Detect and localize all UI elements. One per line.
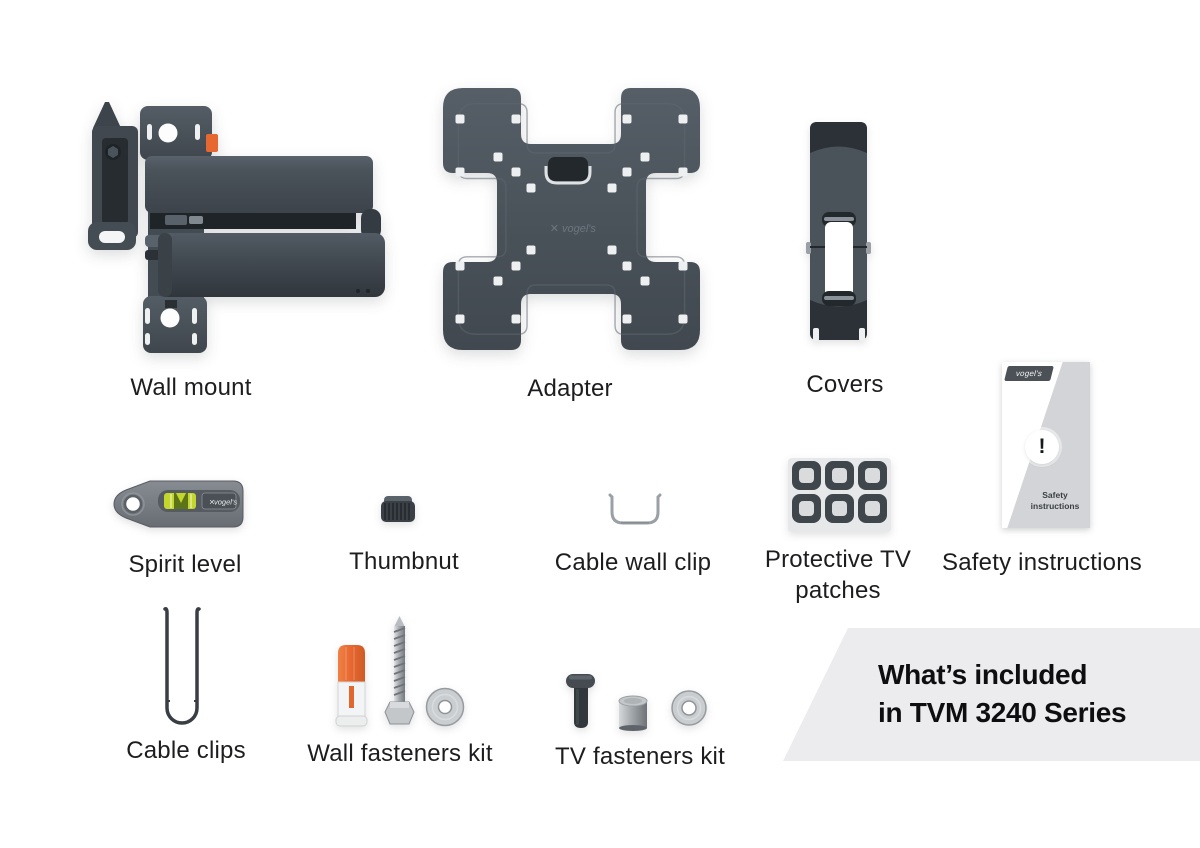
wall-plate	[140, 106, 218, 353]
card-title: Safety instructions	[1030, 490, 1080, 511]
vogels-logo-text: vogel's	[1014, 369, 1044, 378]
spirit-level-image: ✕ vogel's	[113, 480, 244, 528]
wall-mount-image	[88, 102, 385, 353]
cable-wall-clip-label: Cable wall clip	[554, 549, 712, 576]
vogels-logo-mark: ✕	[209, 500, 215, 507]
orange-lock-tab	[206, 134, 218, 152]
level-vial	[164, 493, 196, 509]
protective-tv-patches-image	[788, 458, 891, 532]
whats-included-banner: What’s included in TVM 3240 Series	[783, 628, 1200, 761]
adapter-plate	[443, 88, 700, 350]
cable-wall-clip-image	[608, 493, 662, 525]
tv-washer	[671, 690, 707, 726]
wall-fasteners-kit-image	[335, 616, 465, 727]
safety-instructions-card: vogel's ! Safety instructions	[1002, 362, 1090, 528]
cable-clips-image	[163, 607, 201, 725]
thumbnut-label: Thumbnut	[349, 548, 459, 575]
banner-title: What’s included in TVM 3240 Series	[878, 656, 1127, 732]
vogels-logo-badge: vogel's	[1004, 366, 1054, 381]
patches	[792, 461, 887, 523]
vogels-logo: ✕ vogel's	[550, 223, 597, 235]
latch	[544, 157, 592, 185]
lag-screw	[384, 616, 415, 725]
cable-clips-label: Cable clips	[126, 737, 246, 764]
protective-tv-patches-label: Protective TV patches	[764, 546, 912, 604]
adapter-label: Adapter	[527, 375, 613, 402]
thumbnut-image	[381, 496, 415, 522]
vogels-logo-mark: ✕	[550, 223, 559, 235]
vogels-logo-text: vogel's	[562, 223, 596, 235]
wall-mount-label: Wall mount	[130, 374, 252, 401]
adapter-image: ✕ vogel's	[443, 88, 700, 350]
wall-plug	[335, 645, 368, 727]
vogels-logo-text: vogel's	[214, 498, 237, 507]
swivel-arms	[145, 156, 385, 297]
wall-fasteners-kit-label: Wall fasteners kit	[307, 740, 493, 767]
vesa-holes	[455, 114, 688, 324]
banner-title-line1: What’s included	[878, 659, 1088, 690]
hang-hole	[123, 494, 143, 514]
tv-bolt	[566, 674, 595, 728]
tv-fasteners-kit-label: TV fasteners kit	[555, 743, 725, 770]
covers-label: Covers	[806, 371, 884, 398]
safety-instructions-label: Safety instructions	[942, 549, 1142, 576]
banner-title-line2: in TVM 3240 Series	[878, 697, 1127, 728]
tilt-bracket	[88, 102, 138, 250]
alert-circle: !	[1025, 430, 1059, 464]
wall-washer	[425, 687, 465, 727]
cover-window	[825, 222, 853, 298]
exclamation-mark: !	[1038, 435, 1046, 458]
covers-image	[806, 122, 871, 341]
spirit-level-label: Spirit level	[128, 551, 242, 578]
vogels-logo: ✕ vogel's	[201, 492, 237, 510]
tv-fasteners-kit-image	[566, 674, 707, 731]
spacer	[618, 695, 648, 731]
